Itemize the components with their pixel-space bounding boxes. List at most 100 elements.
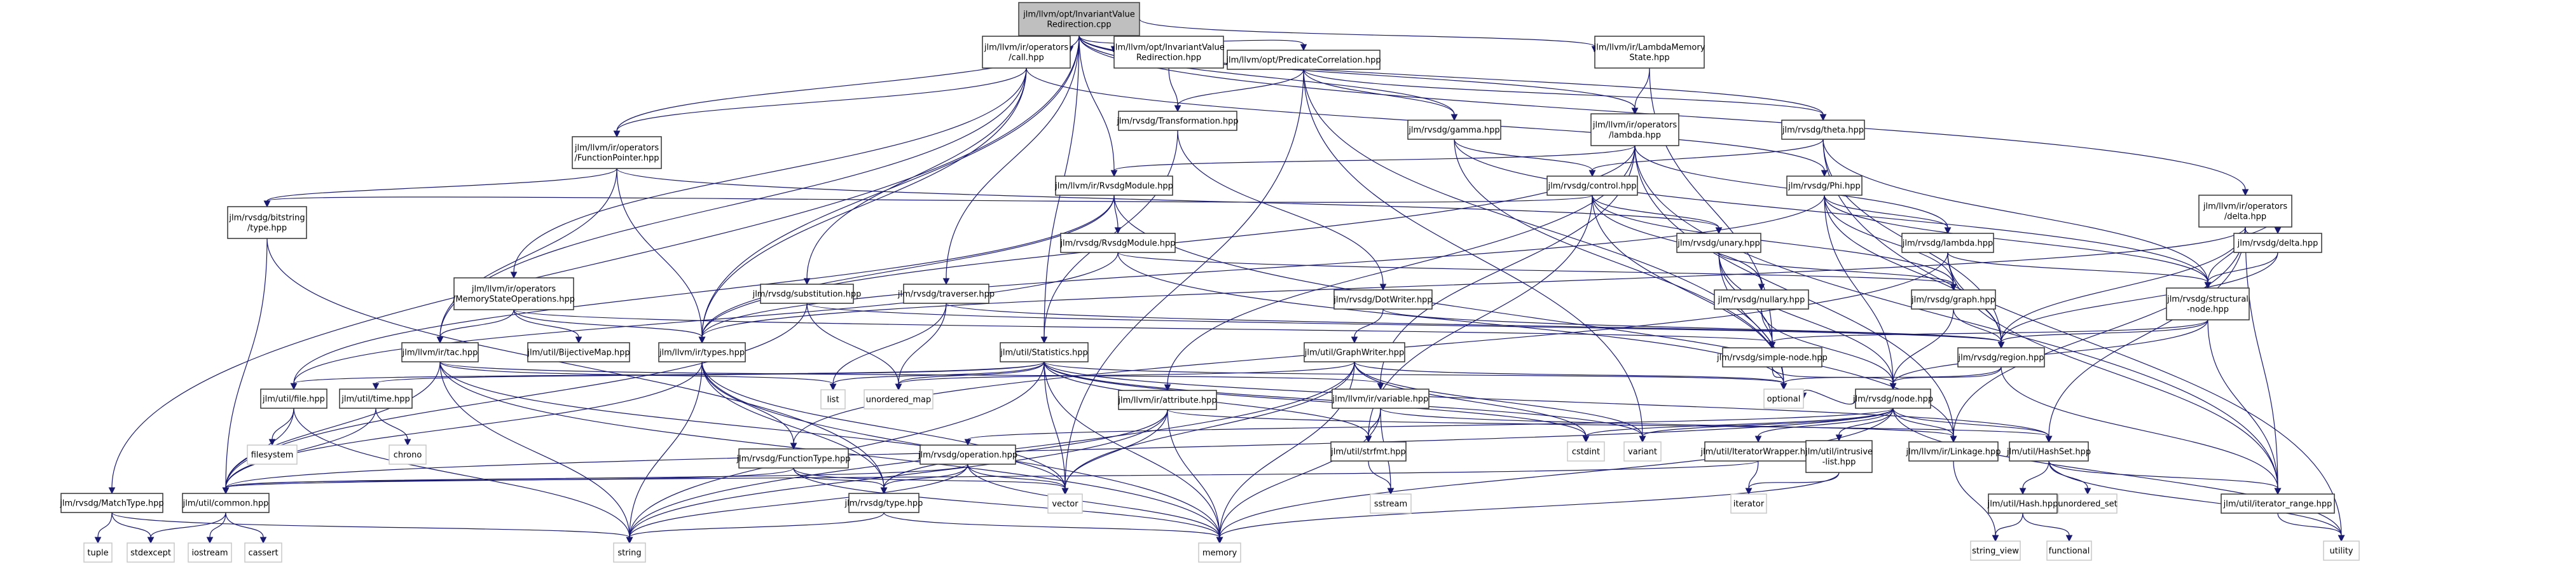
- graph-node-nullary[interactable]: jlm/rvsdg/nullary.hpp: [1714, 289, 1809, 310]
- edge-line: [1382, 308, 2002, 343]
- edge-tac-to-string: [439, 361, 633, 544]
- node-box: [1763, 389, 1804, 409]
- edge-structn-to-region: [1997, 319, 2208, 349]
- graph-node-region[interactable]: jlm/rvsdg/region.hpp: [1957, 347, 2045, 368]
- graph-node-fptr[interactable]: jlm/llvm/ir/operators/FunctionPointer.hp…: [572, 136, 662, 169]
- graph-node-rdelta[interactable]: jlm/rvsdg/delta.hpp: [2233, 233, 2322, 253]
- graph-node-ilist[interactable]: jlm/util/intrusive-list.hpp: [1805, 440, 1873, 473]
- graph-node-call[interactable]: jlm/llvm/ir/operators/call.hpp: [982, 36, 1071, 69]
- edge-line: [832, 303, 947, 385]
- graph-node-tac[interactable]: jlm/llvm/ir/tac.hpp: [401, 342, 479, 362]
- arrowhead-icon: [880, 487, 888, 495]
- arrowhead-icon: [1300, 44, 1307, 52]
- arrowhead-icon: [1997, 341, 2005, 349]
- graph-node-node[interactable]: jlm/rvsdg/node.hpp: [1852, 389, 1933, 409]
- edge-node-to-hashset: [1892, 408, 2053, 443]
- node-box: [1333, 289, 1433, 310]
- graph-node-ftype[interactable]: jlm/rvsdg/FunctionType.hpp: [736, 448, 851, 469]
- graph-node-theta[interactable]: jlm/rvsdg/theta.hpp: [1781, 120, 1865, 140]
- edge-line: [1758, 408, 1894, 437]
- node-box: [1957, 347, 2045, 368]
- graph-node-simple[interactable]: jlm/rvsdg/simple-node.hpp: [1716, 347, 1828, 368]
- graph-node-trav[interactable]: jlm/rvsdg/traverser.hpp: [897, 284, 995, 304]
- graph-node-ivrh[interactable]: jlm/llvm/opt/InvariantValueRedirection.h…: [1112, 36, 1225, 69]
- edge-line: [1642, 408, 1894, 437]
- graph-node-opdelta[interactable]: jlm/llvm/ir/operators/delta.hpp: [2198, 195, 2292, 228]
- graph-node-hash[interactable]: jlm/util/Hash.hpp: [1987, 493, 2058, 514]
- node-box: [1118, 111, 1237, 131]
- arrowhead-icon: [1174, 105, 1181, 113]
- graph-node-oplambda[interactable]: jlm/llvm/ir/operators/lambda.hpp: [1590, 113, 1679, 146]
- graph-node-llvmmod[interactable]: jlm/llvm/ir/RvsdgModule.hpp: [1054, 175, 1173, 196]
- graph-node-dotw[interactable]: jlm/rvsdg/DotWriter.hpp: [1333, 289, 1433, 310]
- graph-node-rvmod[interactable]: jlm/rvsdg/RvsdgModule.hpp: [1059, 233, 1176, 253]
- edge-node-to-linkage: [1892, 408, 1957, 443]
- edge-time-to-chrono: [375, 408, 411, 446]
- graph-node-root[interactable]: jlm/llvm/opt/InvariantValueRedirection.c…: [1018, 2, 1140, 36]
- node-label: -list.hpp: [1822, 458, 1856, 467]
- node-box: [1332, 389, 1429, 409]
- graph-node-graphh[interactable]: jlm/rvsdg/graph.hpp: [1911, 289, 1996, 310]
- graph-node-strfmt[interactable]: jlm/util/strfmt.hpp: [1330, 441, 1407, 462]
- edge-line: [1078, 35, 1455, 115]
- arrowhead-icon: [1582, 436, 1590, 443]
- graph-node-subst[interactable]: jlm/rvsdg/substitution.hpp: [752, 284, 862, 304]
- graph-node-rlambda[interactable]: jlm/rvsdg/lambda.hpp: [1901, 233, 1994, 253]
- graph-node-bimap[interactable]: jlm/util/BijectiveMap.hpp: [527, 342, 630, 362]
- graph-node-predcorr[interactable]: jlm/llvm/opt/PredicateCorrelation.hpp: [1225, 50, 1381, 70]
- node-box: [2323, 540, 2360, 561]
- edge-line: [439, 361, 834, 385]
- arrowhead-icon: [259, 537, 267, 544]
- node-label: iterator: [1733, 500, 1765, 509]
- graph-node-iterator: iterator: [1730, 493, 1767, 514]
- graph-node-stats[interactable]: jlm/util/Statistics.hpp: [1000, 342, 1089, 362]
- graph-node-variable[interactable]: jlm/llvm/ir/variable.hpp: [1332, 389, 1429, 409]
- edge-line: [439, 309, 514, 338]
- graph-node-common[interactable]: jlm/util/common.hpp: [182, 493, 270, 513]
- graph-node-attr[interactable]: jlm/llvm/ir/attribute.hpp: [1117, 390, 1217, 410]
- graph-node-control[interactable]: jlm/rvsdg/control.hpp: [1546, 175, 1638, 196]
- graph-node-utility: utility: [2323, 540, 2360, 561]
- graph-node-stdexcept: stdexcept: [127, 542, 175, 563]
- graph-node-structn[interactable]: jlm/rvsdg/structural-node.hpp: [2166, 287, 2250, 320]
- graph-node-hashset[interactable]: jlm/util/HashSet.hpp: [2006, 441, 2091, 462]
- edge-memops-to-tac: [436, 309, 514, 344]
- graph-node-file[interactable]: jlm/util/file.hpp: [260, 389, 327, 409]
- graph-node-graphw[interactable]: jlm/util/GraphWriter.hpp: [1304, 342, 1405, 362]
- node-label: jlm/util/time.hpp: [341, 395, 410, 404]
- edge-stats-to-time: [372, 361, 1045, 390]
- edge-matcht-to-tuple: [94, 512, 113, 544]
- graph-node-matcht[interactable]: jlm/rvsdg/MatchType.hpp: [59, 493, 164, 513]
- node-label: jlm/util/GraphWriter.hpp: [1304, 348, 1404, 358]
- graph-node-phi[interactable]: jlm/rvsdg/Phi.hpp: [1786, 175, 1863, 196]
- edge-line: [1219, 472, 1840, 538]
- node-label: jlm/rvsdg/Phi.hpp: [1787, 182, 1861, 191]
- graph-node-types[interactable]: jlm/llvm/ir/types.hpp: [658, 342, 746, 362]
- edge-line: [439, 361, 630, 538]
- graph-node-transf[interactable]: jlm/rvsdg/Transformation.hpp: [1116, 111, 1239, 131]
- edge-line: [1303, 69, 1784, 384]
- graph-node-unary[interactable]: jlm/rvsdg/unary.hpp: [1676, 233, 1761, 253]
- node-label: jlm/rvsdg/lambda.hpp: [1902, 239, 1994, 249]
- edge-line: [2245, 226, 2278, 489]
- arrowhead-icon: [147, 537, 155, 544]
- edge-call-to-fptr: [613, 67, 1027, 138]
- graph-node-memops[interactable]: jlm/llvm/ir/operators/MemoryStateOperati…: [453, 277, 575, 310]
- graph-node-rtype[interactable]: jlm/rvsdg/type.hpp: [844, 493, 923, 513]
- edge-attr-to-vector: [1061, 409, 1168, 495]
- graph-node-time[interactable]: jlm/util/time.hpp: [339, 389, 413, 409]
- node-label: /FunctionPointer.hpp: [575, 154, 659, 163]
- graph-node-linkage[interactable]: jlm/llvm/ir/Linkage.hpp: [1905, 441, 2001, 462]
- graph-node-chrono: chrono: [389, 444, 427, 465]
- graph-node-iterw[interactable]: jlm/util/IteratorWrapper.hpp: [1700, 441, 1816, 462]
- node-label: /delta.hpp: [2224, 212, 2266, 222]
- graph-node-operation[interactable]: jlm/rvsdg/operation.hpp: [918, 444, 1017, 465]
- graph-node-iterrange[interactable]: jlm/util/iterator_range.hpp: [2221, 493, 2335, 514]
- edge-strfmt-to-sstream: [1368, 460, 1395, 495]
- node-label: jlm/llvm/ir/LambdaMemory: [1594, 43, 1705, 53]
- arrowhead-icon: [1061, 488, 1069, 495]
- node-label: jlm/llvm/opt/PredicateCorrelation.hpp: [1225, 56, 1381, 65]
- graph-node-gamma[interactable]: jlm/rvsdg/gamma.hpp: [1407, 120, 1501, 140]
- graph-node-bittype[interactable]: jlm/rvsdg/bitstring/type.hpp: [227, 206, 307, 239]
